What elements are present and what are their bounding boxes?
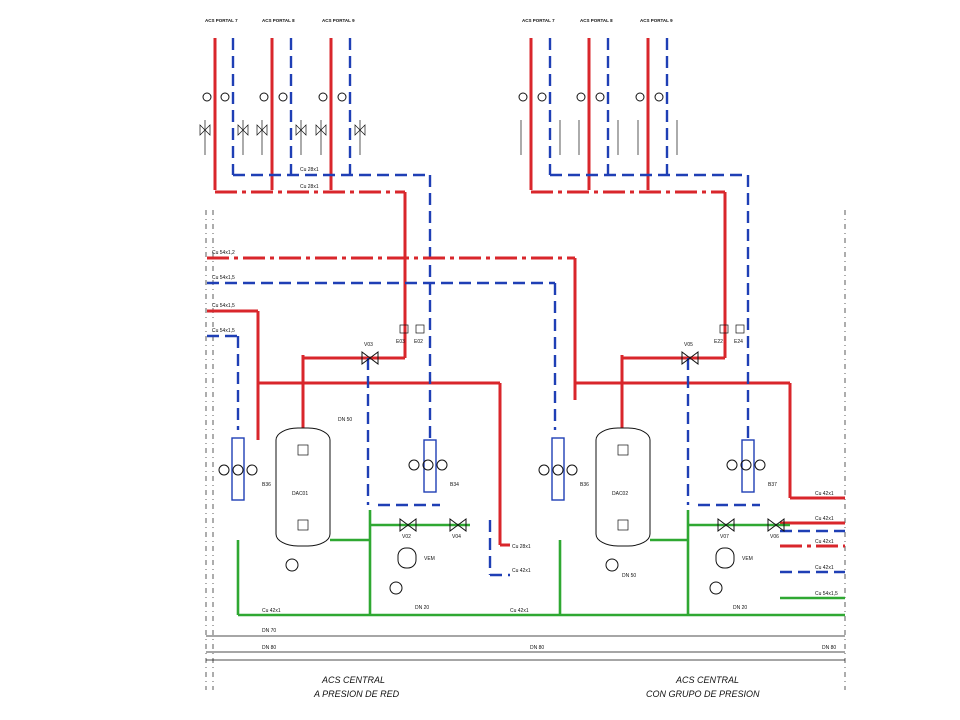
meter-tag: E02: [414, 339, 423, 345]
pipe-label: Cu 42x1: [262, 608, 281, 614]
bus-labels: Cu 42x1 Cu 42x1 DN 70 DN 80 DN 80 DN 80: [262, 608, 836, 651]
right-riser-labels: ACS PORTAL 7 ACS PORTAL 8 ACS PORTAL 9: [522, 18, 673, 23]
meter-tag: E03: [396, 339, 405, 345]
storage-tank: [275, 427, 331, 547]
pump-icon: [218, 464, 230, 476]
valve-tag: V05: [684, 342, 693, 348]
pipe-label: Cu 54x1,5: [815, 591, 838, 597]
pump-icon: [726, 459, 738, 471]
pump-tag: B36: [262, 482, 271, 488]
pump-icon: [552, 464, 564, 476]
pipe-label: Cu 54x1,5: [212, 303, 235, 309]
tank-label: DAC02: [612, 491, 628, 497]
pump-icon: [566, 464, 578, 476]
pump-icon: [389, 581, 403, 595]
riser-label: ACS PORTAL 8: [580, 18, 613, 23]
left-riser-fittings: [199, 92, 366, 155]
riser-label: ACS PORTAL 8: [262, 18, 295, 23]
caption-line: A PRESION DE RED: [313, 689, 400, 699]
riser-label: ACS PORTAL 9: [640, 18, 673, 23]
pump-icon: [754, 459, 766, 471]
dn-label: DN 80: [530, 645, 544, 651]
caption-line: ACS CENTRAL: [675, 675, 739, 685]
captions: ACS CENTRAL A PRESION DE RED ACS CENTRAL…: [313, 675, 760, 699]
valve-tag: V07: [720, 534, 729, 540]
valve-tag: V06: [770, 534, 779, 540]
meter-tag: E22: [714, 339, 723, 345]
expansion-vessel: [715, 547, 735, 569]
riser-label: ACS PORTAL 7: [522, 18, 555, 23]
pump-icon: [538, 464, 550, 476]
expansion-vessel: [397, 547, 417, 569]
left-plant: DAC01 B36 B34 VEM V03 V02 V04: [218, 300, 560, 617]
dn-tag: DN 20: [415, 605, 429, 611]
right-riser-fittings: [518, 92, 678, 155]
right-risers: [529, 38, 750, 300]
pipe-label: Cu 42x1: [815, 539, 834, 545]
pipe-label: Cu 54x1,5: [212, 275, 235, 281]
pump-tag: B36: [580, 482, 589, 488]
pump-icon: [605, 558, 619, 572]
right-plant: DAC02 B36 B37 VEM V05 V07 V06: [538, 300, 845, 617]
valve-tag: V02: [402, 534, 411, 540]
pump-tag: B34: [450, 482, 459, 488]
riser-label: ACS PORTAL 9: [322, 18, 355, 23]
pipe-label: Cu 28x1: [512, 544, 531, 550]
left-riser-labels: ACS PORTAL 7 ACS PORTAL 8 ACS PORTAL 9: [205, 18, 355, 23]
left-risers: [213, 38, 432, 300]
pipe-label: Cu 28x1: [300, 167, 319, 173]
pipe-label: Cu 42x1: [510, 608, 529, 614]
pump-icon: [436, 459, 448, 471]
frame-lines: [205, 210, 846, 690]
caption-line: CON GRUPO DE PRESION: [646, 689, 760, 699]
pipe-label: Cu 42x1: [815, 516, 834, 522]
dn-tag: DN 50: [622, 573, 636, 579]
caption-line: ACS CENTRAL: [321, 675, 385, 685]
dn-label: DN 80: [262, 645, 276, 651]
pump-icon: [232, 464, 244, 476]
pipe-label: Cu 42x1: [815, 565, 834, 571]
dn-label: DN 80: [822, 645, 836, 651]
main-lines: [207, 256, 577, 440]
pipe-label: Cu 54x1,5: [212, 328, 235, 334]
dn-tag: DN 50: [338, 417, 352, 423]
main-line-labels: Cu 54x1,2 Cu 54x1,5 Cu 54x1,5 Cu 54x1,5 …: [212, 167, 319, 334]
pipe-label: Cu 54x1,2: [212, 250, 235, 256]
vessel-tag: VEM: [742, 556, 753, 562]
meter-tag: E24: [734, 339, 743, 345]
valve-tag: V03: [364, 342, 373, 348]
pump-icon: [422, 459, 434, 471]
pump-icon: [246, 464, 258, 476]
pump-icon: [285, 558, 299, 572]
pump-tag: B37: [768, 482, 777, 488]
riser-label: ACS PORTAL 7: [205, 18, 238, 23]
pipe-label: Cu 42x1: [815, 491, 834, 497]
storage-tank: [595, 427, 651, 547]
pipe-label: Cu 42x1: [512, 568, 531, 574]
pump-icon: [709, 581, 723, 595]
vessel-tag: VEM: [424, 556, 435, 562]
dn-label: DN 70: [262, 628, 276, 634]
pump-icon: [740, 459, 752, 471]
pipe-label: Cu 28x1: [300, 184, 319, 190]
pump-icon: [408, 459, 420, 471]
valve-tag: V04: [452, 534, 461, 540]
dn-tag: DN 20: [733, 605, 747, 611]
tank-label: DAC01: [292, 491, 308, 497]
